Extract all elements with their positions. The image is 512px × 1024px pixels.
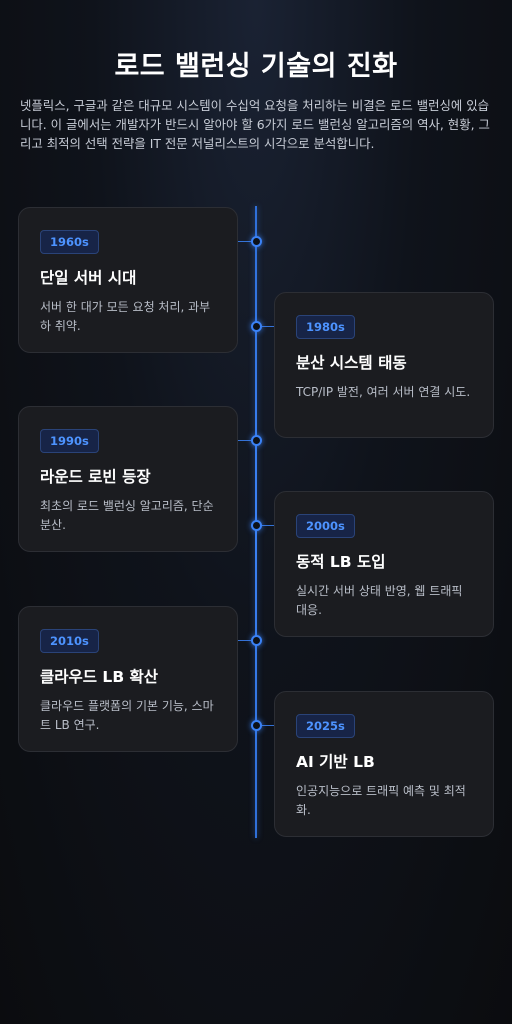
timeline-connector (238, 241, 256, 242)
timeline-dot (251, 435, 262, 446)
timeline-card-1980s: 1980s 분산 시스템 태동 TCP/IP 발전, 여러 서버 연결 시도. (274, 292, 494, 438)
timeline-card-2000s: 2000s 동적 LB 도입 실시간 서버 상태 반영, 웹 트래픽 대응. (274, 491, 494, 637)
timeline-card-2010s: 2010s 클라우드 LB 확산 클라우드 플랫폼의 기본 기능, 스마트 LB… (18, 606, 238, 752)
timeline-connector (257, 725, 274, 726)
year-badge: 2025s (296, 714, 355, 738)
timeline-dot (251, 520, 262, 531)
year-badge: 1960s (40, 230, 99, 254)
card-description: 실시간 서버 상태 반영, 웹 트래픽 대응. (296, 584, 463, 617)
timeline-connector (257, 326, 274, 327)
card-title: 클라우드 LB 확산 (40, 668, 159, 686)
card-title: 라운드 로빈 등장 (40, 468, 151, 486)
card-description: 인공지능으로 트래픽 예측 및 최적화. (296, 784, 466, 817)
year-badge: 2000s (296, 514, 355, 538)
card-description: 클라우드 플랫폼의 기본 기능, 스마트 LB 연구. (40, 699, 214, 732)
timeline-dot (251, 321, 262, 332)
timeline-card-1960s: 1960s 단일 서버 시대 서버 한 대가 모든 요청 처리, 과부하 취약. (18, 207, 238, 353)
timeline-card-1990s: 1990s 라운드 로빈 등장 최초의 로드 밸런싱 알고리즘, 단순 분산. (18, 406, 238, 552)
timeline-connector (238, 640, 256, 641)
card-description: 최초의 로드 밸런싱 알고리즘, 단순 분산. (40, 499, 214, 532)
year-badge: 2010s (40, 629, 99, 653)
timeline-dot (251, 635, 262, 646)
timeline-dot (251, 236, 262, 247)
page-title: 로드 밸런싱 기술의 진화 (114, 51, 398, 82)
card-title: 분산 시스템 태동 (296, 354, 407, 372)
card-description: TCP/IP 발전, 여러 서버 연결 시도. (296, 385, 471, 399)
card-title: AI 기반 LB (296, 753, 375, 771)
timeline-connector (238, 440, 256, 441)
intro-paragraph: 넷플릭스, 구글과 같은 대규모 시스템이 수십억 요청을 처리하는 비결은 로… (20, 98, 490, 151)
timeline-card-2025s: 2025s AI 기반 LB 인공지능으로 트래픽 예측 및 최적화. (274, 691, 494, 837)
card-description: 서버 한 대가 모든 요청 처리, 과부하 취약. (40, 300, 211, 333)
card-title: 단일 서버 시대 (40, 269, 137, 287)
year-badge: 1980s (296, 315, 355, 339)
card-title: 동적 LB 도입 (296, 553, 386, 571)
year-badge: 1990s (40, 429, 99, 453)
timeline-connector (257, 525, 274, 526)
timeline-dot (251, 720, 262, 731)
